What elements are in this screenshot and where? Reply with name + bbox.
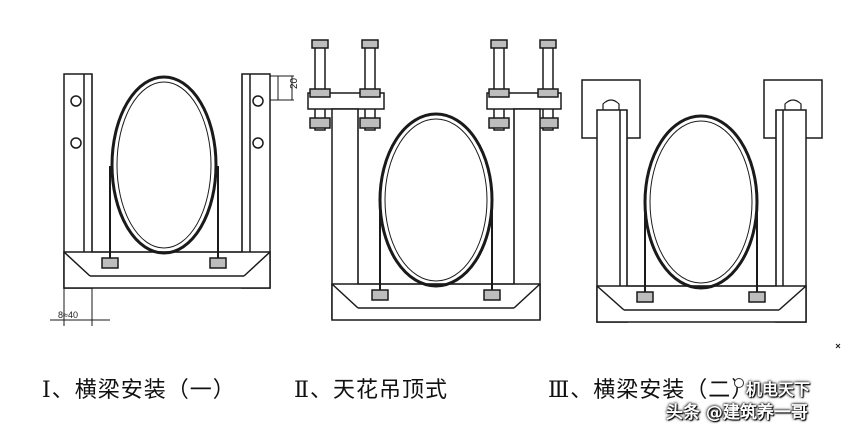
panel-3-pipe [643, 114, 759, 290]
panel-2-nut [371, 289, 389, 301]
panel-1-bolt-hole [70, 95, 82, 107]
watermark-icon [734, 378, 744, 388]
panel-1-dim-bottom: 8≈40 [58, 310, 78, 320]
panel-2-bottom-beam [331, 283, 541, 321]
panel-2-rod [364, 41, 376, 131]
panel-3-nut [636, 291, 654, 303]
panel-1-bolt-hole [252, 95, 264, 107]
watermark-line-1: 机电天下 [746, 380, 811, 399]
panel-1-dim-top: 20 [289, 77, 300, 89]
panel-2-pipe [378, 112, 494, 288]
panel-2-rod [542, 41, 554, 131]
panel-2-rod [314, 41, 326, 131]
panel-1-bolt-hole [70, 137, 82, 149]
panel-1-pipe [110, 75, 218, 255]
watermark-line-2: 头条 @建筑养一哥 [666, 403, 808, 423]
panel-2-ceiling-hanger [307, 39, 562, 321]
panel-1-bottom-beam [63, 251, 271, 289]
panel-1-bolt-hole [252, 137, 264, 149]
panel-3-nut [748, 291, 766, 303]
panel-2-rod [493, 41, 505, 131]
panel-3-bottom-beam [596, 285, 807, 323]
panel-1-nut [209, 257, 227, 269]
caption-panel-1: Ⅰ、横梁安装（一） [42, 378, 236, 403]
caption-panel-3: Ⅲ、横梁安装（二） [548, 378, 755, 403]
panel-1-beam-mount [50, 73, 294, 326]
caption-panel-2: Ⅱ、天花吊顶式 [294, 378, 448, 403]
panel-1-nut [101, 257, 119, 269]
panel-2-nut [483, 289, 501, 301]
panel-3-beam-mount [581, 79, 841, 349]
panel-3-left-plate [581, 79, 641, 139]
